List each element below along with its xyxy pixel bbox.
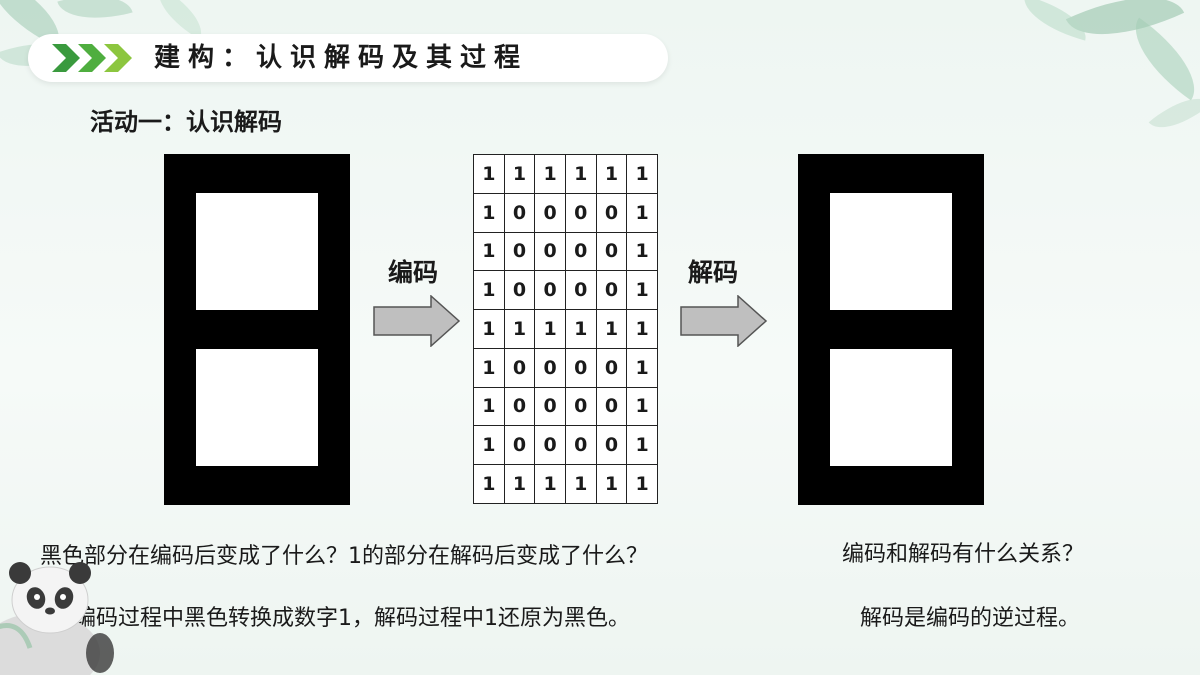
page-title: 建构：认识解码及其过程 [154,43,529,73]
grid-cell: 1 [473,347,505,388]
grid-cell: 0 [564,192,597,233]
title-bar: 建构：认识解码及其过程 [28,34,668,82]
grid-cell: 0 [503,425,536,466]
grid-cell: 1 [473,425,505,466]
answer-2: 解码是编码的逆过程。 [860,606,1081,631]
leaf-decoration [57,0,133,31]
grid-cell: 0 [503,192,536,233]
panda-illustration [0,562,114,675]
grid-cell: 1 [534,154,566,194]
grid-cell: 0 [595,270,628,311]
grid-cell: 1 [626,309,658,349]
grid-cell: 1 [626,231,658,272]
grid-cell: 1 [473,270,505,311]
grid-cell: 0 [595,192,628,233]
grid-cell: 1 [626,270,658,311]
answer-1: 编码过程中黑色转换成数字1，解码过程中1还原为黑色。 [74,606,630,631]
grid-cell: 0 [564,270,597,311]
activity-title: 活动一：认识解码 [90,108,282,136]
grid-cell: 1 [503,154,536,194]
grid-cell: 0 [503,270,536,311]
right-arrow-icon [373,295,461,347]
grid-cell: 1 [473,309,505,349]
grid-cell: 1 [626,464,658,504]
question-2: 编码和解码有什么关系？ [842,542,1085,567]
grid-cell: 0 [503,386,536,427]
encode-label: 编码 [388,258,439,287]
question-1: 黑色部分在编码后变成了什么？1的部分在解码后变成了什么？ [40,544,648,569]
grid-cell: 1 [473,231,505,272]
grid-cell: 0 [595,386,628,427]
grid-cell: 0 [595,425,628,466]
grid-cell: 1 [626,425,658,466]
grid-cell: 1 [595,309,628,349]
grid-cell: 1 [626,347,658,388]
decoded-shape [798,154,984,505]
grid-cell: 0 [534,192,566,233]
grid-cell: 0 [534,347,566,388]
decode-label: 解码 [688,258,739,287]
grid-cell: 1 [564,154,597,194]
grid-cell: 0 [534,386,566,427]
grid-cell: 1 [626,154,658,194]
grid-cell: 0 [564,386,597,427]
grid-cell: 1 [595,154,628,194]
grid-cell: 1 [534,464,566,504]
original-shape [164,154,350,505]
grid-cell: 0 [595,231,628,272]
grid-cell: 1 [473,464,505,504]
grid-cell: 1 [534,309,566,349]
grid-cell: 1 [503,309,536,349]
grid-cell: 1 [473,192,505,233]
grid-cell: 0 [534,425,566,466]
grid-cell: 1 [564,309,597,349]
grid-cell: 1 [473,154,505,194]
grid-cell: 0 [564,231,597,272]
grid-cell: 0 [534,270,566,311]
grid-cell: 0 [564,425,597,466]
grid-cell: 0 [564,347,597,388]
grid-cell: 0 [595,347,628,388]
chevrons-icon [52,44,132,72]
grid-cell: 1 [473,386,505,427]
right-arrow-icon [680,295,768,347]
grid-cell: 1 [564,464,597,504]
grid-cell: 0 [534,231,566,272]
grid-cell: 1 [503,464,536,504]
grid-cell: 1 [626,192,658,233]
grid-cell: 1 [595,464,628,504]
grid-cell: 0 [503,231,536,272]
grid-cell: 1 [626,386,658,427]
grid-cell: 0 [503,347,536,388]
